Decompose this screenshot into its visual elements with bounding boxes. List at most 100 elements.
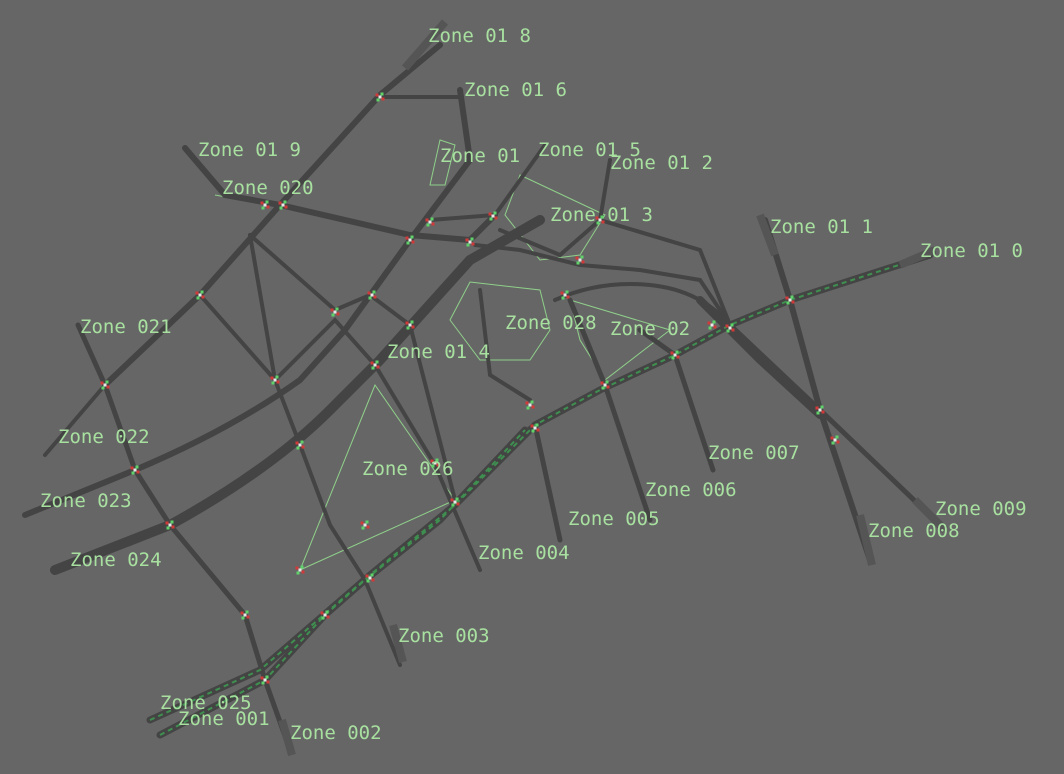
- signal-node[interactable]: [295, 440, 305, 450]
- signal-mark: [130, 466, 134, 470]
- signal-node[interactable]: [367, 290, 377, 300]
- signal-mark: [535, 423, 539, 427]
- signal-mark: [380, 92, 384, 96]
- signal-node[interactable]: [670, 350, 680, 360]
- road-inner-cross[interactable]: [198, 293, 482, 572]
- signal-mark: [295, 441, 299, 445]
- zone-label-016: Zone 01 6: [464, 79, 567, 101]
- signal-node[interactable]: [270, 375, 280, 385]
- signal-mark: [370, 361, 374, 365]
- signal-mark: [246, 615, 250, 619]
- signal-mark: [133, 468, 137, 472]
- road-north-link[interactable]: [428, 143, 547, 222]
- signal-node[interactable]: [815, 405, 825, 415]
- signal-node[interactable]: [530, 423, 540, 433]
- road-inner-west[interactable]: [248, 233, 402, 667]
- signal-mark: [430, 217, 434, 221]
- signal-mark: [371, 578, 375, 582]
- road-zone-013[interactable]: [598, 218, 732, 327]
- signal-node[interactable]: [430, 458, 440, 468]
- road-central-2[interactable]: [478, 288, 532, 402]
- signal-node[interactable]: [725, 323, 735, 333]
- road-curved-arterial[interactable]: [50, 215, 545, 575]
- signal-node[interactable]: [240, 610, 250, 620]
- signal-node[interactable]: [488, 211, 498, 221]
- road-cross-2[interactable]: [248, 233, 457, 502]
- signal-mark: [790, 295, 794, 299]
- signal-mark: [836, 440, 840, 444]
- signal-mark: [283, 200, 287, 204]
- signal-mark: [373, 363, 377, 367]
- signal-mark: [296, 571, 300, 575]
- zone-label-006: Zone 006: [645, 479, 737, 501]
- road-zone-007[interactable]: [727, 322, 943, 528]
- signal-node[interactable]: [450, 497, 460, 507]
- signal-node[interactable]: [375, 92, 385, 102]
- road-zone-019[interactable]: [182, 145, 498, 244]
- road-central-3[interactable]: [498, 158, 612, 258]
- signal-nodes[interactable]: [100, 92, 840, 685]
- signal-mark: [271, 381, 275, 385]
- signal-mark: [320, 611, 324, 615]
- signal-node[interactable]: [278, 200, 288, 210]
- stub-zone-009: [912, 497, 948, 533]
- signal-node[interactable]: [360, 520, 370, 530]
- zone-boundary-017: [429, 139, 456, 186]
- signal-node[interactable]: [260, 675, 270, 685]
- signal-mark: [430, 459, 434, 463]
- signal-mark: [565, 290, 569, 294]
- signal-mark: [818, 408, 822, 412]
- signal-mark: [373, 295, 377, 299]
- signal-mark: [331, 313, 335, 317]
- signal-node[interactable]: [525, 400, 535, 410]
- signal-node[interactable]: [165, 520, 175, 530]
- signal-mark: [370, 573, 374, 577]
- signal-node[interactable]: [707, 320, 717, 330]
- signal-node[interactable]: [100, 380, 110, 390]
- zone-label-028: Zone 028: [505, 312, 597, 334]
- road-ramp[interactable]: [696, 296, 824, 419]
- signal-mark: [360, 521, 364, 525]
- signal-node[interactable]: [600, 380, 610, 390]
- signal-node[interactable]: [560, 290, 570, 300]
- signal-node[interactable]: [425, 217, 435, 227]
- road-west-arc[interactable]: [22, 87, 474, 518]
- signal-mark: [410, 235, 414, 239]
- signal-node[interactable]: [330, 307, 340, 317]
- signal-mark: [270, 376, 274, 380]
- signal-mark: [671, 356, 675, 360]
- signal-node[interactable]: [295, 565, 305, 575]
- road-central-1[interactable]: [473, 243, 732, 327]
- signal-node[interactable]: [785, 295, 795, 305]
- zone-boundary-026: [299, 383, 456, 571]
- road-zone-004[interactable]: [532, 422, 563, 543]
- signal-mark: [408, 238, 412, 242]
- signal-mark: [201, 295, 205, 299]
- signal-node[interactable]: [575, 255, 585, 265]
- signal-node[interactable]: [405, 235, 415, 245]
- road-zone-011[interactable]: [762, 217, 873, 563]
- road-zone-022-link[interactable]: [43, 383, 107, 457]
- zone-label-026: Zone 026: [362, 458, 454, 480]
- signal-mark: [431, 464, 435, 468]
- signal-node[interactable]: [130, 465, 140, 475]
- signal-mark: [136, 470, 140, 474]
- signal-node[interactable]: [195, 290, 205, 300]
- signal-node[interactable]: [405, 320, 415, 330]
- signal-node[interactable]: [365, 573, 375, 583]
- signal-mark: [605, 380, 609, 384]
- signal-node[interactable]: [370, 360, 380, 370]
- signal-node[interactable]: [260, 200, 270, 210]
- signal-mark: [298, 443, 302, 447]
- signal-node[interactable]: [595, 215, 605, 225]
- signal-node[interactable]: [320, 610, 330, 620]
- signal-mark: [428, 220, 432, 224]
- signal-mark: [411, 240, 415, 244]
- zone-label-001: Zone 001: [178, 708, 270, 730]
- signal-node[interactable]: [830, 435, 840, 445]
- signal-node[interactable]: [465, 237, 475, 247]
- stub-zone-008: [856, 514, 876, 566]
- signal-mark: [788, 298, 792, 302]
